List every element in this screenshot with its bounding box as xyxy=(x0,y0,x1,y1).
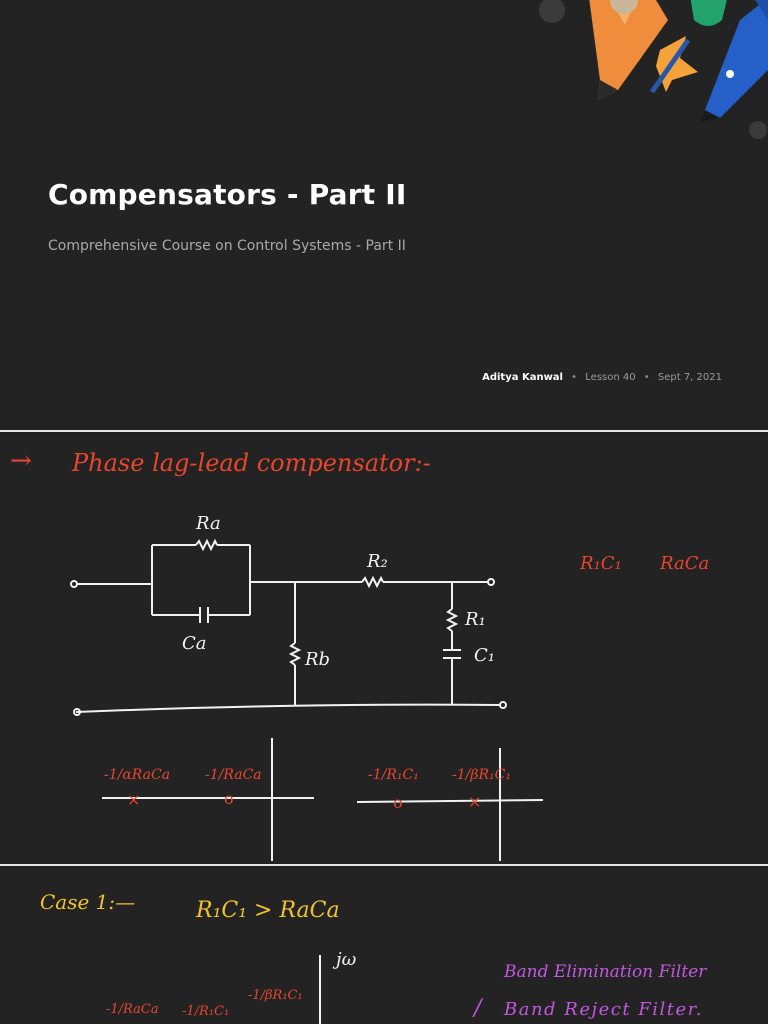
pole-zero-plot-right xyxy=(356,748,544,861)
pz-left-zero-mark: o xyxy=(224,789,234,808)
cover-slide: Compensators - Part II Comprehensive Cou… xyxy=(0,0,768,430)
meta-separator: • xyxy=(643,372,650,383)
pz-right-pole-mark: × xyxy=(468,792,481,811)
axis-label-r1c1: -1/R₁C₁ xyxy=(182,1004,229,1019)
axis-label-raca: -1/RaCa xyxy=(106,1002,159,1017)
author-name: Aditya Kanwal xyxy=(482,372,563,383)
pz-right-label-1: -1/R₁C₁ xyxy=(368,767,419,783)
lesson-meta: Aditya Kanwal • Lesson 40 • Sept 7, 2021 xyxy=(482,372,722,383)
notes-slide-case-1: Case 1:— R₁C₁ > RaCa jω -1/RaCa -1/R₁C₁ … xyxy=(0,867,768,1024)
notes-slide-lag-lead: → Phase lag-lead compensator:- xyxy=(0,433,768,864)
lesson-date: Sept 7, 2021 xyxy=(657,372,722,383)
notes-heading: Phase lag-lead compensator:- xyxy=(71,449,431,477)
circuit-diagram xyxy=(70,538,507,716)
filter-slash: / xyxy=(472,996,484,1021)
lesson-number: Lesson 40 xyxy=(585,372,636,383)
pencil-pen-illustration-icon xyxy=(539,0,768,139)
pz-left-label-2: -1/RaCa xyxy=(205,767,262,783)
pz-left-pole-mark: × xyxy=(127,790,140,809)
case-label: Case 1:— xyxy=(40,890,135,914)
pz-left-label-1: -1/αRaCa xyxy=(104,767,170,783)
course-subtitle: Comprehensive Course on Control Systems … xyxy=(48,238,406,254)
label-r2: R₂ xyxy=(366,551,388,572)
pz-right-label-2: -1/βR₁C₁ xyxy=(452,767,511,783)
pole-zero-plot-left xyxy=(102,738,314,861)
filter-name-2: Band Reject Filter. xyxy=(503,999,703,1020)
slide-divider xyxy=(0,864,768,866)
heading-arrow: → xyxy=(10,446,32,476)
filter-name-1: Band Elimination Filter xyxy=(503,962,707,982)
handwritten-notes-canvas: Case 1:— R₁C₁ > RaCa jω -1/RaCa -1/R₁C₁ … xyxy=(40,890,707,1024)
label-ca: Ca xyxy=(182,633,207,654)
label-c1: C₁ xyxy=(474,645,495,666)
side-note-raca: RaCa xyxy=(659,553,709,574)
page-title: Compensators - Part II xyxy=(48,178,407,211)
label-ra: Ra xyxy=(195,513,221,534)
case-condition: R₁C₁ > RaCa xyxy=(195,898,340,923)
slide-divider xyxy=(0,430,768,432)
meta-separator: • xyxy=(571,372,578,383)
side-note-r1c1: R₁C₁ xyxy=(579,553,622,574)
handwritten-notes-canvas: → Phase lag-lead compensator:- xyxy=(10,446,709,861)
label-r1: R₁ xyxy=(464,609,486,630)
pz-right-zero-mark: o xyxy=(393,793,403,812)
axis-label-br1c1: -1/βR₁C₁ xyxy=(248,988,303,1003)
label-rb: Rb xyxy=(304,649,330,670)
jw-axis-label: jω xyxy=(332,949,357,970)
